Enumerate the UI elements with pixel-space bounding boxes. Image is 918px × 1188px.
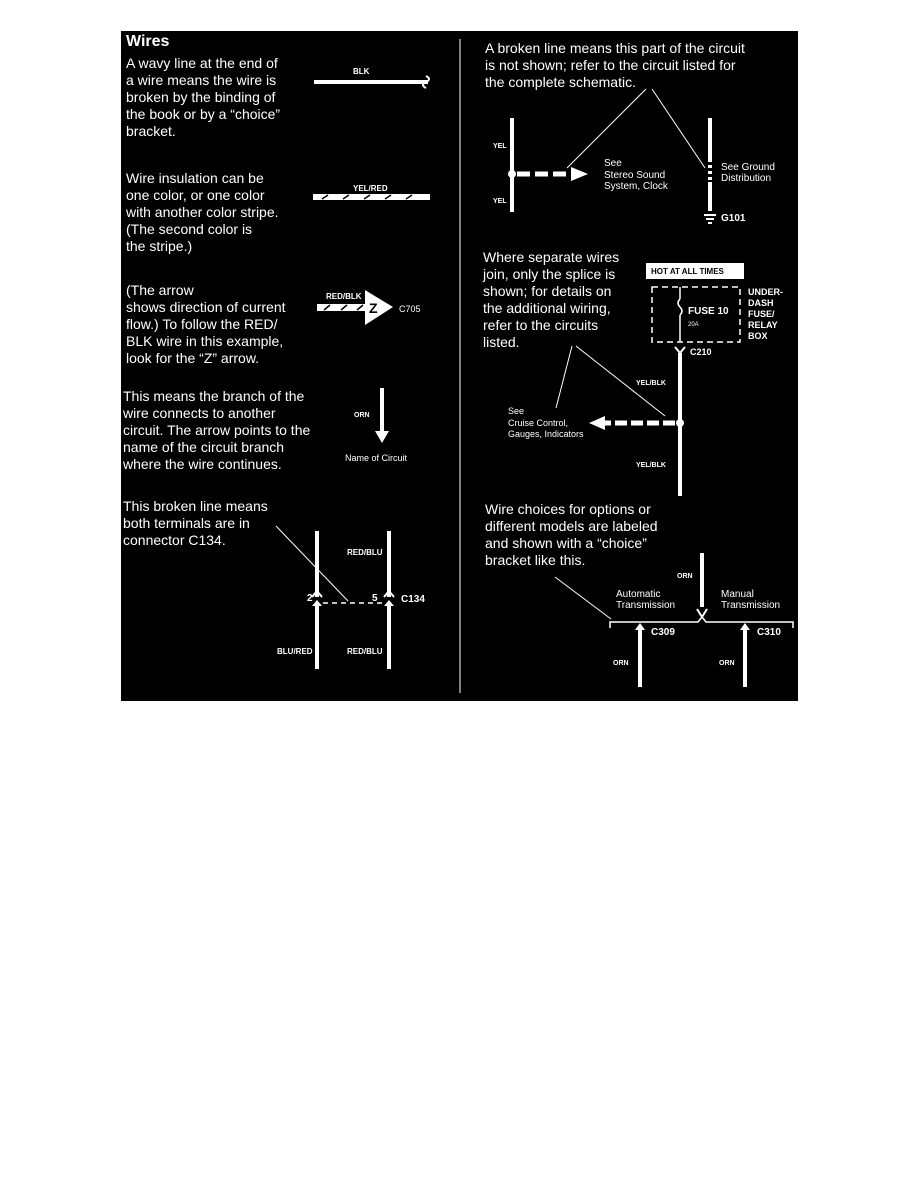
label-yel-top: YEL — [493, 143, 507, 150]
fuse-amp-label: 20A — [688, 322, 699, 328]
note-wavy-line: A wavy line at the end of a wire means t… — [126, 55, 281, 139]
section-title: Wires — [126, 33, 170, 50]
see-cruise-line-1: See — [508, 406, 524, 416]
see-ground-line-2: Distribution — [721, 173, 771, 184]
note-splice: Where separate wires join, only the spli… — [483, 249, 620, 350]
box-label-line-1: UNDER- — [748, 287, 783, 297]
box-label-line-4: RELAY — [748, 320, 778, 330]
box-label-line-2: DASH — [748, 298, 774, 308]
branch-arrow-example: ORN Name of Circuit — [345, 388, 408, 463]
see-stereo-line-3: System, Clock — [604, 181, 669, 192]
box-label-line-3: FUSE/ — [748, 309, 775, 319]
splice-example: HOT AT ALL TIMES FUSE 10 20A UNDER- DASH… — [508, 263, 783, 496]
note-terminals: This broken line means both terminals ar… — [123, 498, 268, 548]
label-red-blu-top: RED/BLU — [347, 548, 383, 557]
automatic-line-1: Automatic — [616, 589, 660, 600]
see-stereo-line-1: See — [604, 158, 622, 169]
wire-symbol-diagrams: BLK YEL/RED Z RED/BLK C — [275, 39, 794, 693]
note-broken-line: A broken line means this part of the cir… — [485, 40, 745, 90]
note-branch: This means the branch of the wire connec… — [123, 388, 311, 472]
note-current-flow: (The arrow shows direction of current fl… — [126, 282, 286, 366]
label-red-blu-bottom: RED/BLU — [347, 647, 383, 656]
label-blk: BLK — [353, 67, 370, 76]
label-c310: C310 — [757, 627, 781, 638]
label-c309: C309 — [651, 627, 675, 638]
note-choices: Wire choices for options or different mo… — [485, 501, 658, 568]
label-yel-blk-top: YEL/BLK — [636, 380, 666, 387]
label-c210: C210 — [690, 347, 712, 357]
label-red-blk: RED/BLK — [326, 292, 362, 301]
label-pin-5: 5 — [372, 593, 378, 604]
wavy-wire-example: BLK — [314, 67, 430, 89]
automatic-line-2: Transmission — [616, 600, 675, 611]
label-pin-2: 2 — [307, 593, 313, 604]
label-orn-choice-top: ORN — [677, 573, 693, 580]
current-flow-arrow-example: Z RED/BLK C705 — [317, 290, 421, 325]
label-yel-bottom: YEL — [493, 198, 507, 205]
striped-wire-example: YEL/RED — [313, 184, 430, 200]
choice-bracket-example: ORN Automatic Transmission Manual Transm… — [554, 553, 794, 687]
hot-at-all-times-label: HOT AT ALL TIMES — [651, 267, 725, 276]
see-cruise-line-3: Gauges, Indicators — [508, 429, 584, 439]
partial-circuit-example: YEL YEL See Stereo Sound System, Clock S… — [493, 88, 775, 224]
manual-line-1: Manual — [721, 589, 754, 600]
label-c705: C705 — [399, 304, 421, 314]
see-cruise-line-2: Cruise Control, — [508, 418, 568, 428]
label-orn-choice-right: ORN — [719, 660, 735, 667]
label-c134: C134 — [401, 594, 425, 605]
label-blu-red: BLU/RED — [277, 647, 313, 656]
see-ground-line-1: See Ground — [721, 162, 775, 173]
label-g101: G101 — [721, 213, 746, 224]
wires-legend-panel: BLK YEL/RED Z RED/BLK C — [121, 31, 798, 701]
fuse-10-label: FUSE 10 — [688, 306, 729, 317]
label-name-of-circuit: Name of Circuit — [345, 453, 408, 463]
manual-line-2: Transmission — [721, 600, 780, 611]
label-yel-blk-bottom: YEL/BLK — [636, 462, 666, 469]
box-label-line-5: BOX — [748, 331, 768, 341]
z-arrow-letter: Z — [369, 300, 378, 316]
label-yel-red: YEL/RED — [353, 184, 388, 193]
c134-terminals-example: RED/BLU BLU/RED RED/BLU 2 5 C134 — [275, 525, 425, 669]
label-orn-choice-left: ORN — [613, 660, 629, 667]
label-orn-branch: ORN — [354, 412, 370, 419]
see-stereo-line-2: Stereo Sound — [604, 170, 665, 181]
note-insulation: Wire insulation can be one color, or one… — [126, 170, 279, 254]
